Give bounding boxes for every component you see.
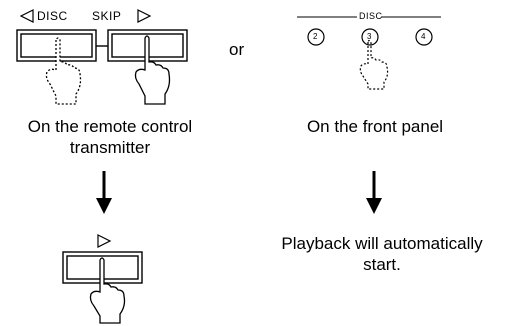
disc-back-triangle-icon bbox=[19, 9, 34, 23]
bottom-hand-icon bbox=[89, 257, 126, 324]
or-connector: or bbox=[229, 40, 245, 59]
playback-caption-line1: Playback will automatically bbox=[281, 234, 483, 253]
play-triangle-icon bbox=[97, 234, 112, 248]
disc-number-2: 2 bbox=[313, 32, 318, 41]
remote-caption-line2: transmitter bbox=[69, 138, 151, 157]
disc-number-3: 3 bbox=[367, 32, 372, 41]
remote-caption-line1: On the remote control bbox=[27, 117, 193, 136]
disc-number-4: 4 bbox=[421, 32, 426, 41]
front-dotted-hand-icon bbox=[359, 39, 389, 90]
front-panel-caption: On the front panel bbox=[306, 117, 444, 136]
disc-button-3[interactable] bbox=[361, 28, 379, 46]
down-arrow-right-icon bbox=[366, 171, 382, 214]
remote-caption: On the remote control transmitter bbox=[0, 116, 220, 158]
front-disc-label: DISC bbox=[359, 11, 383, 21]
down-arrow-left-icon bbox=[96, 171, 112, 214]
skip-forward-triangle-icon bbox=[137, 9, 152, 23]
dotted-hand-icon bbox=[45, 37, 82, 105]
skip-label: SKIP bbox=[92, 9, 122, 23]
disc-button-2[interactable] bbox=[307, 28, 325, 46]
playback-caption-line2: start. bbox=[363, 255, 401, 274]
solid-hand-icon bbox=[134, 35, 171, 105]
disc-label: DISC bbox=[37, 9, 68, 23]
disc-button-4[interactable] bbox=[415, 28, 433, 46]
playback-caption: Playback will automatically start. bbox=[252, 233, 512, 275]
